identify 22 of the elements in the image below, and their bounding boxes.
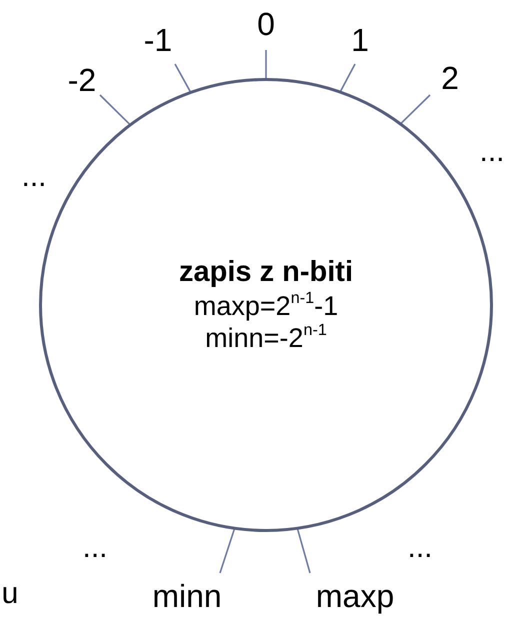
- text-label: ...: [480, 137, 504, 167]
- leader-line: [265, 50, 267, 80]
- formula-text: minn=-2$^{n-1}$: [205, 322, 327, 355]
- leader-line: [174, 64, 192, 93]
- tick-label: minn: [152, 580, 222, 612]
- leader-line: [296, 528, 311, 574]
- circle-title: zapis z n-biti: [179, 255, 353, 290]
- formula-text: maxp=2$^{n-1}$-1: [194, 290, 338, 322]
- leader-line: [219, 528, 236, 574]
- leader-line: [339, 64, 356, 92]
- text-label: ...: [82, 533, 108, 563]
- text-label: u: [2, 579, 18, 609]
- tick-label: -1: [144, 24, 172, 56]
- tick-label: -2: [68, 64, 96, 96]
- tick-label: 0: [257, 8, 275, 40]
- tick-label: 1: [351, 24, 369, 56]
- text-label: ...: [408, 533, 432, 563]
- tick-label: 2: [441, 62, 459, 94]
- text-label: ...: [22, 162, 46, 192]
- leader-line: [99, 94, 131, 126]
- tick-label: maxp: [316, 580, 394, 612]
- leader-line: [400, 94, 431, 125]
